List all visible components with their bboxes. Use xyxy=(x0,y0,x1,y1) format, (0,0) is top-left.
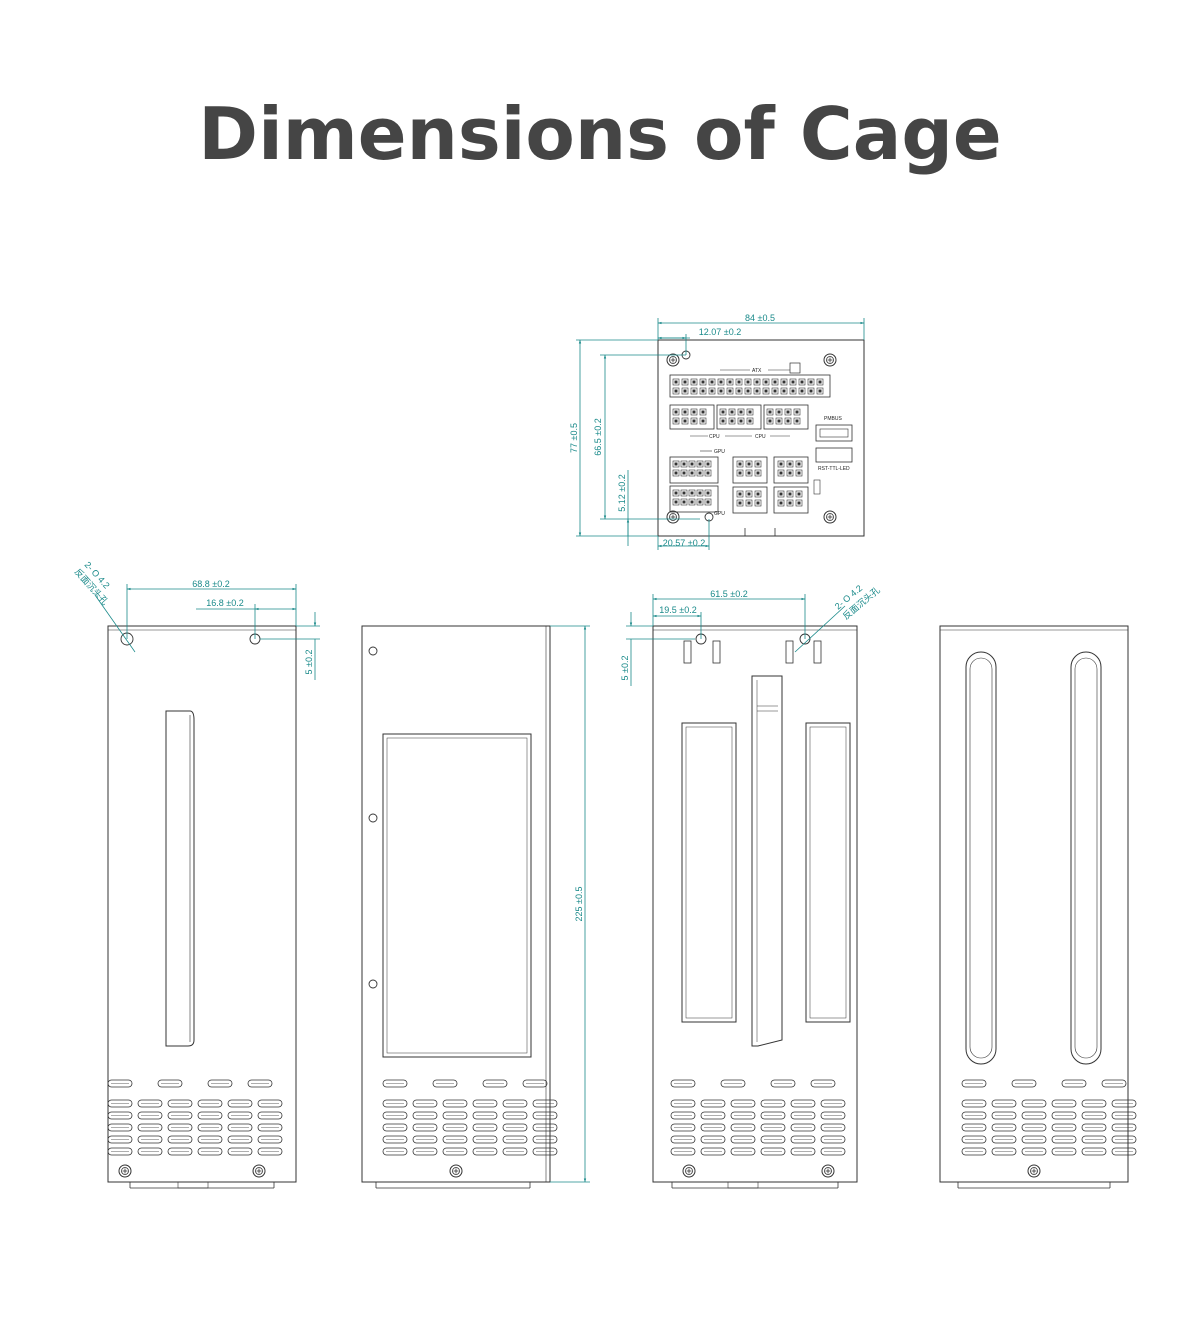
cpu-label-1: CPU xyxy=(709,434,720,440)
gpu-label-1: GPU xyxy=(714,449,725,455)
dim-length-225: 225 ±0.5 xyxy=(574,887,584,922)
side-view-1-dimension-labels: 68.8 ±0.2 16.8 ±0.2 5 ±0.2 2- Ο 4.2 反面沉头… xyxy=(73,560,314,675)
side-view-2-dimensions xyxy=(550,625,590,1183)
connector-panel: ATX CPU CPU GPU PMBUS xyxy=(657,339,865,537)
dim-width-84: 84 ±0.5 xyxy=(745,313,775,323)
dim-gpu-x-20: 20.57 ±0.2 xyxy=(663,538,705,548)
mount-screw-icon xyxy=(118,1164,132,1178)
dim-hole-y-5: 5 ±0.2 xyxy=(304,650,314,675)
cpu-label-2: CPU xyxy=(755,434,766,440)
dim-height-77: 77 ±0.5 xyxy=(569,423,579,453)
cpu-connectors: CPU CPU GPU xyxy=(669,404,809,455)
mount-screw-icon xyxy=(252,1164,266,1178)
side-view-3 xyxy=(652,625,858,1189)
rst-label: RST-TTL-LED xyxy=(818,466,850,472)
atx-connector: ATX xyxy=(669,362,831,398)
connector-panel-dimension-labels: 84 ±0.5 12.07 ±0.2 77 ±0.5 66.5 ±0.2 5.1… xyxy=(569,313,775,548)
mount-screw-icon xyxy=(821,1164,835,1178)
dim-hole-y-5: 5.12 ±0.2 xyxy=(617,474,627,511)
connector-panel-dimensions xyxy=(576,318,865,550)
dim-width-61: 61.5 ±0.2 xyxy=(710,589,747,599)
side-view-3-dimensions xyxy=(626,594,846,686)
side-view-2 xyxy=(361,625,557,1189)
side-view-1-dimensions xyxy=(94,584,320,680)
mount-screw-icon xyxy=(823,353,837,367)
side-view-3-dimension-labels: 61.5 ±0.2 19.5 ±0.2 5 ±0.2 2- Ο 4.2 反面沉头… xyxy=(620,583,882,681)
pmbus-connector: PMBUS RST-TTL-LED xyxy=(815,416,853,472)
gpu-label-2: GPU xyxy=(714,511,725,517)
mount-screw-icon xyxy=(449,1164,463,1178)
page-title: Dimensions of Cage xyxy=(198,92,1002,176)
mount-screw-icon xyxy=(823,510,837,524)
dim-hole-x-12: 12.07 ±0.2 xyxy=(699,327,741,337)
dim-hole-y-5: 5 ±0.2 xyxy=(620,656,630,681)
dim-width-68: 68.8 ±0.2 xyxy=(192,579,229,589)
atx-label: ATX xyxy=(752,368,762,374)
mount-screw-icon xyxy=(666,353,680,367)
dim-hole-span-66: 66.5 ±0.2 xyxy=(593,418,603,455)
mount-screw-icon xyxy=(682,1164,696,1178)
pmbus-label: PMBUS xyxy=(824,416,842,422)
side-view-1 xyxy=(107,625,297,1189)
dim-hole-x-16: 16.8 ±0.2 xyxy=(206,598,243,608)
dim-hole-x-19: 19.5 ±0.2 xyxy=(659,605,696,615)
mount-screw-icon xyxy=(1027,1164,1041,1178)
mount-screw-icon xyxy=(666,510,680,524)
gpu-connectors: GPU xyxy=(669,456,821,517)
side-view-4 xyxy=(939,625,1136,1189)
